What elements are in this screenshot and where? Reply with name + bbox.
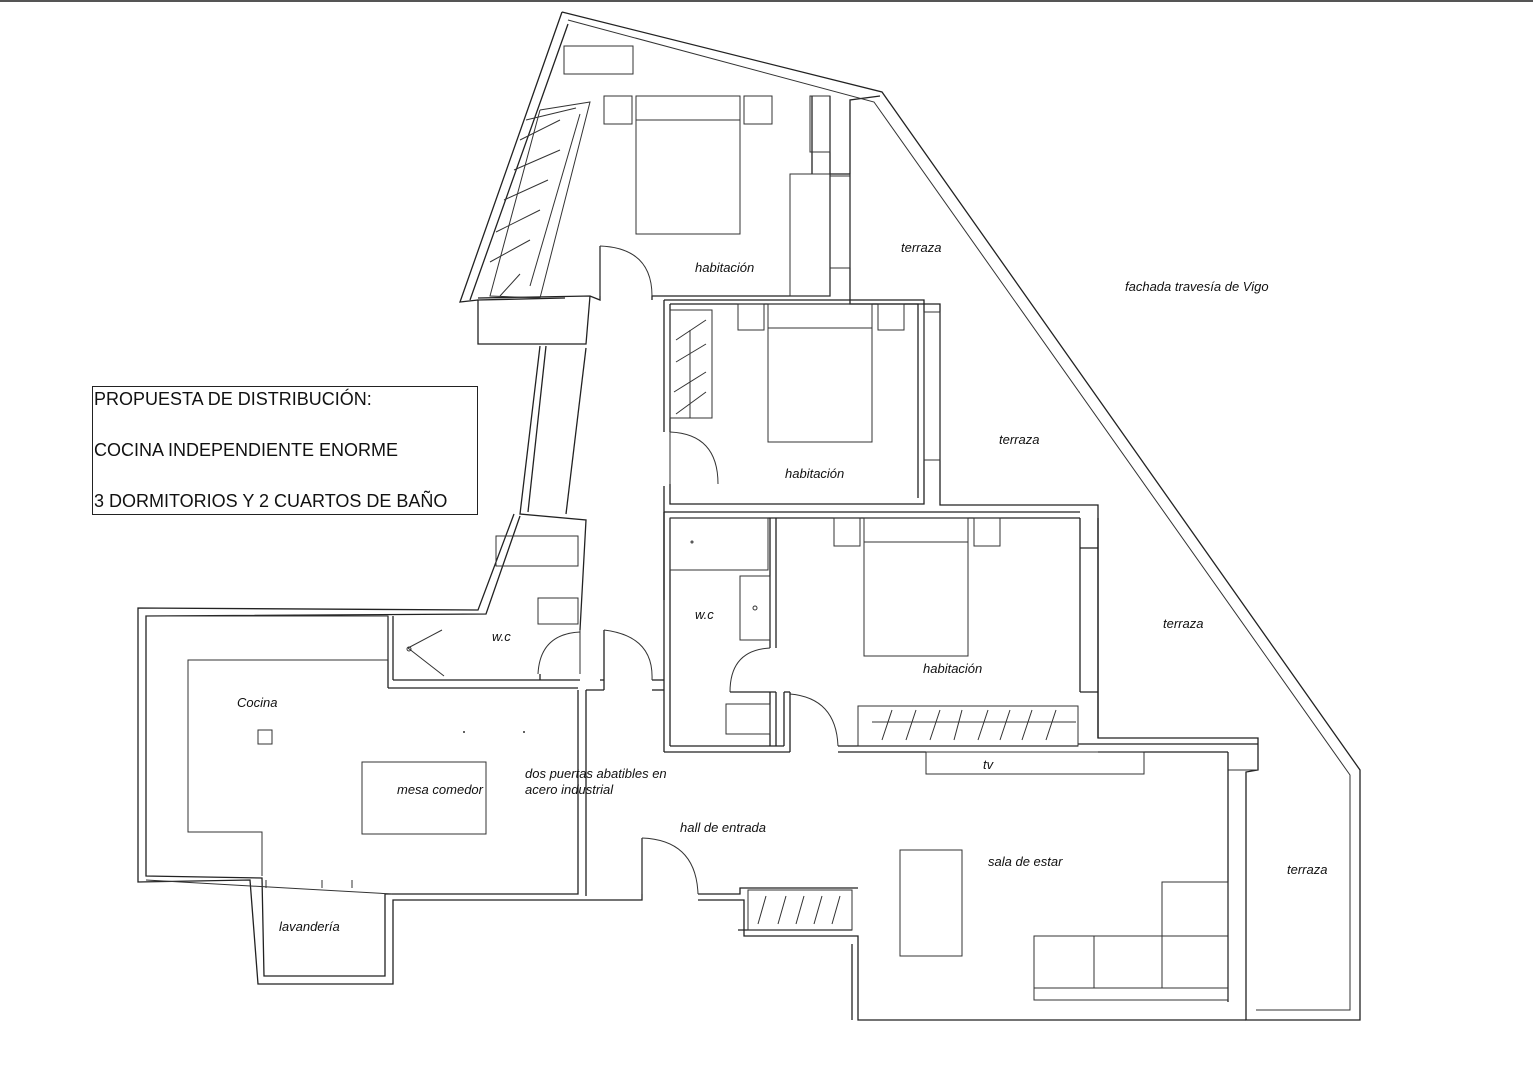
toilet: [725, 703, 771, 735]
bed-bottom: [863, 517, 969, 657]
label-wc-left: w.c: [492, 629, 511, 644]
middle-bedroom: [663, 299, 941, 600]
bathtub: [669, 517, 769, 571]
label-bedroom-middle: habitación: [785, 466, 844, 481]
label-bedroom-bottom: habitación: [923, 661, 982, 676]
label-living: sala de estar: [988, 854, 1063, 869]
label-dining-table: mesa comedor: [397, 782, 484, 797]
nightstand: [603, 95, 633, 125]
label-laundry: lavandería: [279, 919, 340, 934]
left-wc: [406, 535, 653, 681]
coffee-table: [899, 849, 963, 957]
label-terrace-4: terraza: [1287, 862, 1327, 877]
bed-top: [635, 95, 741, 235]
label-terrace-3: terraza: [1163, 616, 1203, 631]
dresser: [563, 45, 634, 75]
wardrobe: [857, 705, 1079, 747]
label-terrace-1: terraza: [901, 240, 941, 255]
top-bedroom: [489, 45, 851, 299]
sink: [739, 575, 771, 641]
label-kitchen: Cocina: [237, 695, 277, 710]
label-bedroom-top: habitación: [695, 260, 754, 275]
top-border-line: [0, 0, 1533, 2]
label-doors-note-2: acero industrial: [525, 782, 614, 797]
living-room: [899, 751, 1229, 1001]
sofa: [1033, 935, 1229, 1001]
legend-line-2: COCINA INDEPENDIENTE ENORME: [94, 440, 399, 460]
kitchen: [145, 615, 525, 895]
label-terrace-2: terraza: [999, 432, 1039, 447]
bottom-bedroom: [783, 517, 1079, 753]
wardrobe: [669, 309, 713, 419]
cooktop: [257, 729, 273, 745]
nightstand: [743, 95, 773, 125]
right-wc: [663, 511, 1080, 753]
bed-middle: [767, 303, 873, 443]
legend-line-1: PROPUESTA DE DISTRIBUCIÓN:: [94, 389, 372, 409]
label-hall: hall de entrada: [680, 820, 766, 835]
label-wc-right: w.c: [695, 607, 714, 622]
terrace-boundary: [561, 11, 1361, 1021]
apartment-walls: [137, 11, 1258, 1021]
label-doors-note-1: dos puertas abatibles en: [525, 766, 667, 781]
tv-unit: [925, 751, 1145, 775]
label-facade: fachada travesía de Vigo: [1125, 279, 1269, 294]
wardrobe-right: [789, 173, 831, 297]
label-tv: tv: [983, 757, 995, 772]
legend-line-3: 3 DORMITORIOS Y 2 CUARTOS DE BAÑO: [94, 491, 448, 511]
dining-table: [361, 761, 487, 835]
room-labels: habitación habitación habitación w.c w.c…: [237, 240, 1327, 934]
legend-box: PROPUESTA DE DISTRIBUCIÓN: COCINA INDEPE…: [92, 386, 478, 515]
shoe-cabinet: [747, 889, 853, 931]
hall: [641, 837, 853, 931]
